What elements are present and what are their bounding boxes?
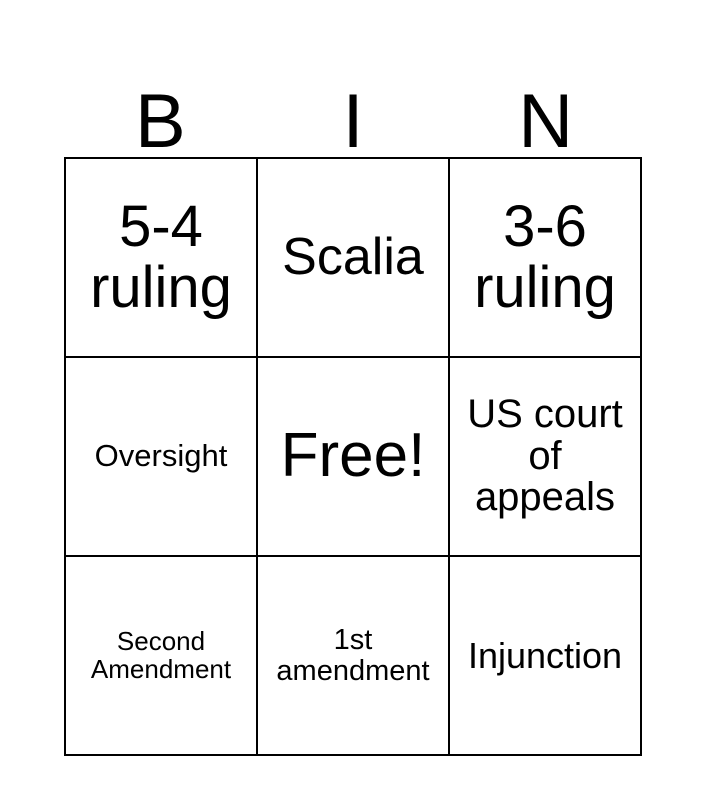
bingo-cell-r1c2[interactable]: Scalia bbox=[256, 157, 450, 358]
bingo-row: Second Amendment 1st amendment Injunctio… bbox=[64, 555, 642, 756]
bingo-free-space-label: Free! bbox=[280, 421, 426, 491]
bingo-cell-r1c3[interactable]: 3-6 ruling bbox=[448, 157, 642, 358]
bingo-cell-label: US court of appeals bbox=[467, 392, 623, 520]
bingo-cell-r3c1[interactable]: Second Amendment bbox=[64, 555, 258, 756]
bingo-cell-r2c3[interactable]: US court of appeals bbox=[448, 356, 642, 557]
bingo-cell-r2c1[interactable]: Oversight bbox=[64, 356, 258, 557]
bingo-cell-label: Second Amendment bbox=[90, 626, 232, 684]
bingo-cell-label: 3-6 ruling bbox=[474, 194, 616, 320]
bingo-cell-label: Scalia bbox=[282, 228, 424, 287]
bingo-row: 5-4 ruling Scalia 3-6 ruling bbox=[64, 157, 642, 358]
bingo-grid: 5-4 ruling Scalia 3-6 ruling Oversight F… bbox=[64, 157, 642, 756]
bingo-cell-free-space[interactable]: Free! bbox=[256, 356, 450, 557]
bingo-cell-label: Injunction bbox=[467, 634, 623, 676]
bingo-cell-r1c1[interactable]: 5-4 ruling bbox=[64, 157, 258, 358]
bingo-cell-r3c2[interactable]: 1st amendment bbox=[256, 555, 450, 756]
bingo-cell-r3c3[interactable]: Injunction bbox=[448, 555, 642, 756]
bingo-cell-label: Oversight bbox=[94, 438, 228, 474]
bingo-header-row: B I N bbox=[64, 60, 642, 165]
bingo-row: Oversight Free! US court of appeals bbox=[64, 356, 642, 557]
bingo-card: B I N 5-4 ruling Scalia 3-6 ruling Overs… bbox=[64, 60, 642, 756]
bingo-header-letter-n: N bbox=[518, 79, 574, 165]
bingo-cell-label: 5-4 ruling bbox=[90, 194, 232, 320]
bingo-cell-label: 1st amendment bbox=[276, 624, 430, 687]
bingo-header-letter-i: I bbox=[342, 79, 364, 165]
bingo-header-letter-b: B bbox=[134, 79, 186, 165]
